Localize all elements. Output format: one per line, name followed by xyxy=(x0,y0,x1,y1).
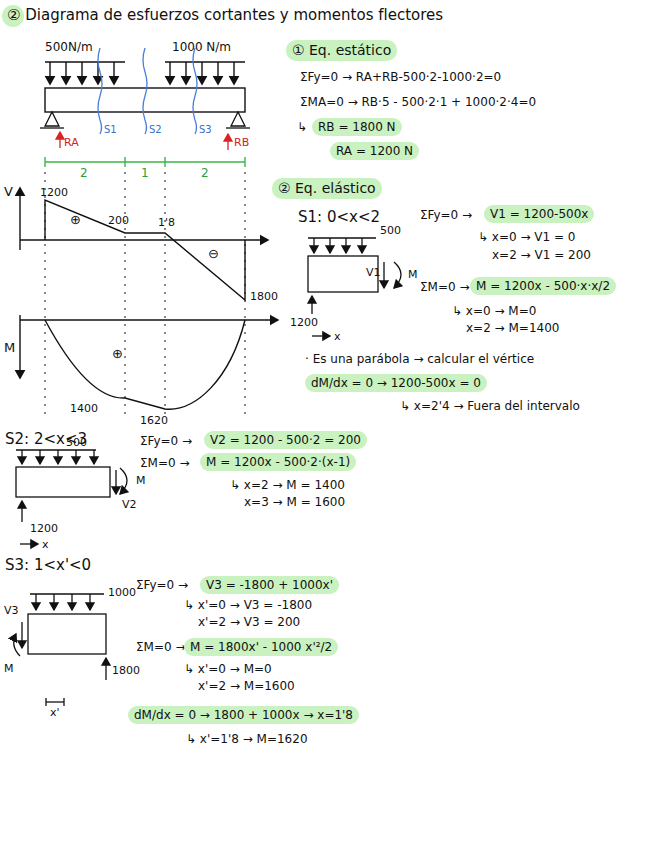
note-text: 500 xyxy=(380,224,401,237)
note-text: ↳ x=0 → M=0 xyxy=(452,304,536,318)
note-text: 1200 xyxy=(30,522,58,535)
note-text: ΣM=0 → xyxy=(136,640,186,654)
highlight-box: dM/dx = 0 → 1800 + 1000x → x=1'8 xyxy=(128,706,359,724)
note-text: x'=2 → V3 = 200 xyxy=(198,615,300,629)
formula-text: ① Eq. estático xyxy=(292,42,391,58)
note-text: ↳ x'=0 → M=0 xyxy=(184,662,272,676)
note-text: ↳ xyxy=(297,120,307,134)
note-text: RA xyxy=(64,136,79,149)
note-text: V2 xyxy=(122,498,137,511)
note-text: ΣFy=0 → xyxy=(140,434,192,448)
beam xyxy=(45,88,245,112)
note-text: V xyxy=(4,184,13,200)
highlight-box: M = 1200x - 500·2·(x-1) xyxy=(200,453,356,471)
note-text: ⊕ xyxy=(70,212,81,228)
page-title: ② Diagrama de esfuerzos cortantes y mome… xyxy=(7,6,443,24)
note-text: ⊖ xyxy=(208,246,219,262)
note-text: V1 xyxy=(366,266,381,279)
note-text: V3 xyxy=(4,604,19,617)
note-text: x' xyxy=(50,706,60,719)
note-text: x=2 → M=1400 xyxy=(466,321,559,335)
note-text: M xyxy=(408,268,418,281)
formula-text: M = 1200x - 500·2·(x-1) xyxy=(206,455,350,469)
note-text: 1200 xyxy=(40,186,68,199)
formula-text: V3 = -1800 + 1000x' xyxy=(206,578,333,592)
note-text: RB xyxy=(234,136,249,149)
note-text: S1: 0<x<2 xyxy=(298,208,380,226)
formula-text: dM/dx = 0 → 1800 + 1000x → x=1'8 xyxy=(134,708,353,722)
note-text: 2 xyxy=(201,166,209,180)
note-text: 1200 xyxy=(290,316,318,329)
note-text: M xyxy=(136,474,146,487)
highlight-box: ② Eq. elástico xyxy=(272,178,382,199)
note-text: ΣFy=0 → xyxy=(420,208,472,222)
note-text: 500N/m xyxy=(45,40,93,54)
note-text: M xyxy=(4,340,15,356)
highlight-box: V2 = 1200 - 500·2 = 200 xyxy=(204,431,367,449)
note-text: ↳ x'=1'8 → M=1620 xyxy=(186,732,308,746)
note-text: · Es una parábola → calcular el vértice xyxy=(305,352,534,366)
shear-diagram xyxy=(20,188,268,300)
note-text: 200 xyxy=(108,214,129,227)
note-text: 1'8 xyxy=(158,216,175,229)
formula-text: dM/dx = 0 → 1200-500x = 0 xyxy=(311,376,481,390)
highlight-box: RB = 1800 N xyxy=(312,118,402,136)
section-sketch xyxy=(308,238,401,336)
highlight-box: ① Eq. estático xyxy=(286,40,397,61)
note-text: ⊕ xyxy=(112,346,123,362)
note-text: ΣM=0 → xyxy=(420,280,470,294)
formula-text: M = 1800x' - 1000 x'²/2 xyxy=(190,640,332,654)
note-text: x'=2 → M=1600 xyxy=(198,679,295,693)
note-text: S3 xyxy=(199,124,212,136)
formula-text: M = 1200x - 500·x·x/2 xyxy=(476,279,610,293)
note-text: 1000 xyxy=(108,586,136,599)
highlight-box: M = 1800x' - 1000 x'²/2 xyxy=(184,638,338,656)
note-text: 1 xyxy=(141,166,149,180)
note-text: x xyxy=(334,330,341,343)
note-text: S1 xyxy=(104,124,117,136)
section-sketch xyxy=(16,450,127,544)
formula-text: V1 = 1200-500x xyxy=(490,207,588,221)
note-text: 1000 N/m xyxy=(172,40,231,54)
note-text: 1400 xyxy=(70,402,98,415)
note-text: x xyxy=(42,538,49,551)
note-text: x=3 → M = 1600 xyxy=(244,495,345,509)
dimension-line xyxy=(45,157,245,167)
highlight-box: V3 = -1800 + 1000x' xyxy=(200,576,339,594)
note-text: ↳ x=2'4 → Fuera del intervalo xyxy=(400,399,580,413)
highlight-box: RA = 1200 N xyxy=(330,142,419,160)
section-cut xyxy=(98,48,197,134)
note-text: 1800 xyxy=(250,290,278,303)
note-text: ΣFy=0 → RA+RB-500·2-1000·2=0 xyxy=(300,70,501,84)
formula-text: ② Eq. elástico xyxy=(278,180,376,196)
formula-text: RA = 1200 N xyxy=(336,144,413,158)
highlight-box: M = 1200x - 500·x·x/2 xyxy=(470,277,616,295)
note-text: ΣM=0 → xyxy=(140,456,190,470)
note-text: 1620 xyxy=(140,414,168,427)
note-text: 500 xyxy=(66,436,87,449)
note-text: ↳ x=0 → V1 = 0 xyxy=(478,230,576,244)
note-text: ↳ x=2 → M = 1400 xyxy=(230,478,345,492)
note-text: x=2 → V1 = 200 xyxy=(492,248,591,262)
section-sketch xyxy=(14,594,106,706)
note-text: S3: 1<x'<0 xyxy=(5,556,91,574)
note-text: 2 xyxy=(80,166,88,180)
guide-line xyxy=(45,172,245,420)
note-text: ΣFy=0 → xyxy=(136,578,188,592)
note-text: M xyxy=(4,662,14,675)
formula-text: V2 = 1200 - 500·2 = 200 xyxy=(210,433,361,447)
highlight-box: V1 = 1200-500x xyxy=(484,205,594,223)
formula-text: RB = 1800 N xyxy=(318,120,396,134)
note-text: S2 xyxy=(149,124,162,136)
note-text: ↳ x'=0 → V3 = -1800 xyxy=(184,598,312,612)
note-text: 1800 xyxy=(112,664,140,677)
highlight-box: dM/dx = 0 → 1200-500x = 0 xyxy=(305,374,487,392)
moment-diagram xyxy=(20,315,278,409)
note-text: ΣMA=0 → RB·5 - 500·2·1 + 1000·2·4=0 xyxy=(300,95,536,109)
